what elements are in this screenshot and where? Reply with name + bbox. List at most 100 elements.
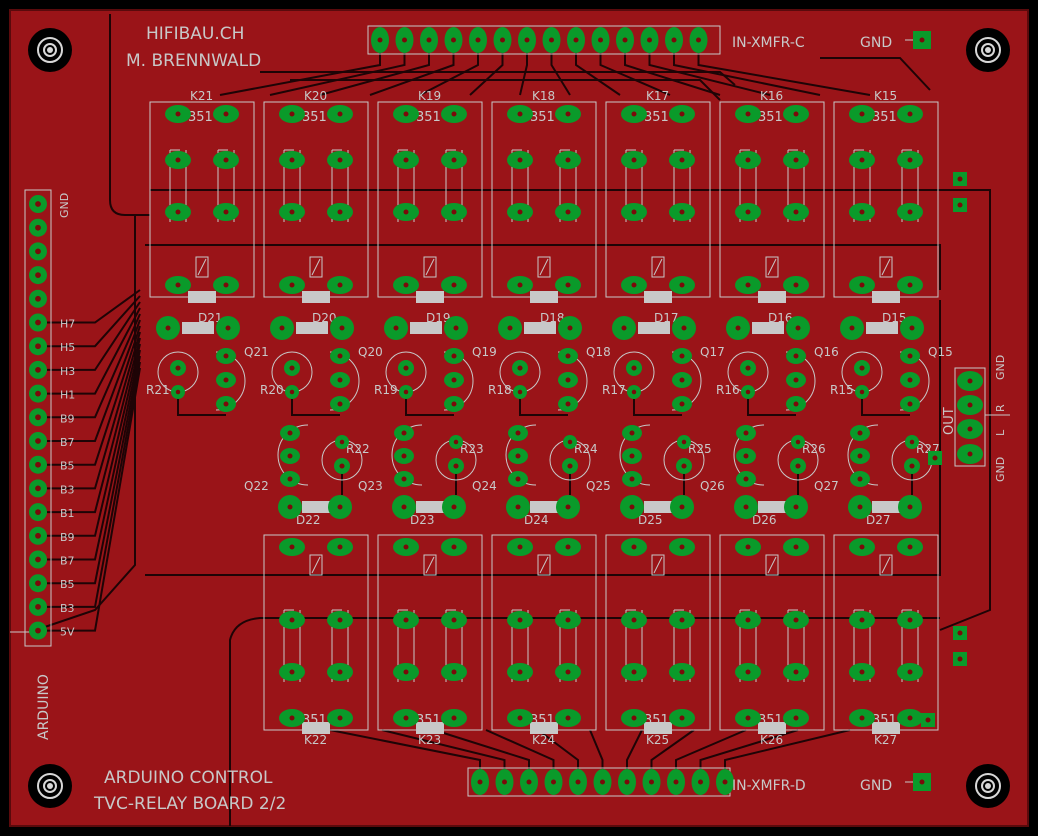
pad-drill xyxy=(681,463,687,469)
relay-k20-label: K20 xyxy=(304,89,327,103)
pad-drill xyxy=(573,37,579,43)
pad-drill xyxy=(403,209,409,215)
trace-top-connector xyxy=(269,52,406,96)
pad-drill xyxy=(849,325,855,331)
relay-k27-part: 351 xyxy=(872,713,897,728)
pad-drill xyxy=(679,157,685,163)
pad-drill xyxy=(426,37,432,43)
relay-k26-part: 351 xyxy=(758,713,783,728)
diode-d16-body xyxy=(752,322,784,334)
pad-drill xyxy=(859,282,865,288)
pad-drill xyxy=(745,669,751,675)
pad-drill xyxy=(631,282,637,288)
pad-drill xyxy=(223,157,229,163)
relay-k22-coil xyxy=(311,556,321,574)
pad-drill xyxy=(857,453,863,459)
pad-drill xyxy=(451,282,457,288)
trace-bottom-connector xyxy=(675,729,747,770)
pad-drill xyxy=(551,779,556,785)
pad-drill xyxy=(289,157,295,163)
pad-drill xyxy=(35,414,41,421)
arduino-pin-label-h7: H7 xyxy=(60,318,75,331)
pad-drill xyxy=(401,504,407,510)
relay-k16-pin1-marker xyxy=(758,291,786,303)
trace-right-loop xyxy=(150,189,991,631)
relay-k26-coil xyxy=(765,554,779,576)
trace-top-connector xyxy=(319,52,430,96)
pad-drill xyxy=(35,390,41,397)
pad-drill xyxy=(517,111,523,117)
pad-drill xyxy=(793,669,799,675)
pad-drill xyxy=(793,111,799,117)
relay-k25-part: 351 xyxy=(644,713,669,728)
diode-d24-body xyxy=(530,501,558,513)
transistor-q25-label: Q25 xyxy=(586,479,611,493)
arduino-pin-label-5v: 5V xyxy=(60,626,75,639)
diode-d20-body xyxy=(296,322,328,334)
pad-drill xyxy=(337,669,343,675)
pad-drill xyxy=(679,715,685,721)
pad-drill xyxy=(857,476,863,482)
relay-k18-pin1-marker xyxy=(530,291,558,303)
pad-drill xyxy=(631,389,637,395)
pad-drill xyxy=(793,209,799,215)
relay-k23-coil xyxy=(425,556,435,574)
pad-drill xyxy=(517,157,523,163)
pad-drill xyxy=(565,617,571,623)
pad-drill xyxy=(745,389,751,395)
pad-drill xyxy=(289,715,295,721)
pad-drill xyxy=(289,544,295,550)
pad-drill xyxy=(793,282,799,288)
trace-driver xyxy=(861,392,910,416)
pad-drill xyxy=(793,617,799,623)
mounting-hole-ring xyxy=(975,773,1001,799)
pad-drill xyxy=(337,617,343,623)
pad-drill xyxy=(907,111,913,117)
pad-drill xyxy=(859,669,865,675)
pad-drill xyxy=(745,617,751,623)
pad-drill xyxy=(403,389,409,395)
pad-drill xyxy=(565,544,571,550)
trace-arduino xyxy=(47,301,141,371)
pad-drill xyxy=(957,656,963,662)
pad-drill xyxy=(565,669,571,675)
trace-bottom-connector xyxy=(537,729,579,770)
relay-k27-coil xyxy=(881,556,891,574)
relay-k24-coil xyxy=(539,556,549,574)
out-pin-2-label: R xyxy=(994,404,1007,412)
pad-drill xyxy=(175,111,181,117)
pad-drill xyxy=(857,504,863,510)
relay-k22-pin1-marker xyxy=(302,722,330,734)
pad-drill xyxy=(907,544,913,550)
pad-drill xyxy=(679,544,685,550)
pad-drill xyxy=(35,319,41,326)
trace-bottom-connector xyxy=(329,729,481,770)
transistor-q18-label: Q18 xyxy=(586,345,611,359)
mounting-hole-center xyxy=(47,783,53,789)
pad-drill xyxy=(337,111,343,117)
pad-drill xyxy=(451,353,457,359)
arduino-pin-label-h1: H1 xyxy=(60,389,75,402)
trace-bottom-feed xyxy=(229,617,940,826)
resistor-r18-label: R18 xyxy=(488,383,512,397)
pad-drill xyxy=(35,367,41,373)
pad-drill xyxy=(793,157,799,163)
pad-drill xyxy=(567,325,573,331)
resistor-r22-label: R22 xyxy=(346,442,370,456)
pad-drill xyxy=(403,282,409,288)
copper-pour xyxy=(9,9,1029,827)
pad-drill xyxy=(967,378,973,384)
trace-bottom-connector xyxy=(699,729,799,770)
relay-k15-coil xyxy=(879,256,893,278)
pad-drill xyxy=(223,353,229,359)
pad-drill xyxy=(451,111,457,117)
pad-drill xyxy=(451,377,457,383)
pad-drill xyxy=(631,365,637,371)
pad-drill xyxy=(35,438,41,444)
transistor-q26-label: Q26 xyxy=(700,479,725,493)
trace-top-feed xyxy=(260,71,736,86)
out-pin-4-label: GND xyxy=(994,457,1007,482)
trace-arduino xyxy=(47,313,141,419)
